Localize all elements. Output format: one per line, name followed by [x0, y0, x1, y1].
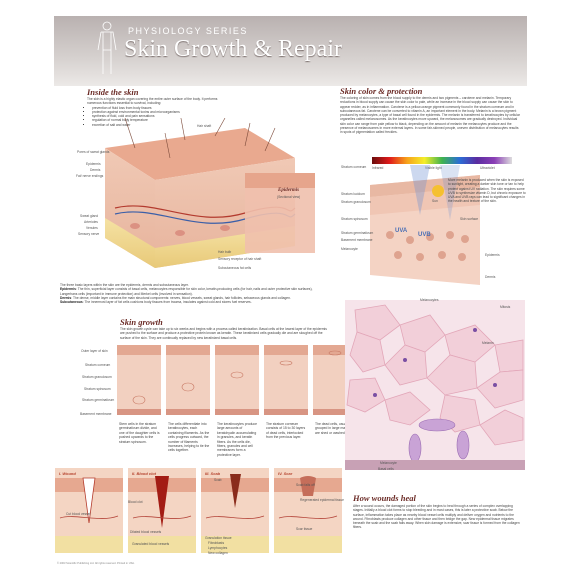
list-item: excretion of salt and water	[92, 123, 227, 127]
label-sensory-receptor: Sensory receptor of hair shaft	[218, 257, 262, 261]
series-label: PHYSIOLOGY SERIES	[128, 26, 248, 36]
growth-text: The skin growth cycle can take up to six…	[120, 327, 327, 340]
inside-intro-text: The skin is a highly elastic organ cover…	[87, 97, 218, 106]
wound-label-scar: Scar tissue	[296, 527, 313, 531]
growth-label-germinativum: Stratum germinativum	[82, 398, 115, 402]
label-melanocytes: Melanocytes	[420, 298, 439, 302]
inside-heading: Inside the skin	[87, 87, 139, 97]
layer-subcutaneous-desc: Subcutaneous: The innermost layer of fat…	[60, 300, 252, 305]
growth-step-1: Stem cells in the stratum germinativum d…	[119, 422, 160, 444]
label-stratum-granulosum: Stratum granulosum	[341, 200, 371, 204]
list-item: prevention of fluid loss from body tissu…	[92, 106, 227, 110]
label-venules: Venules	[86, 226, 98, 230]
label-dermis: Dermis	[90, 168, 101, 172]
light-spectrum-bar	[372, 157, 512, 164]
growth-label-granulosum: Stratum granulosum	[82, 375, 112, 379]
label-basement-membrane: Basement membrane	[341, 238, 373, 242]
label-skin-surface: Skin surface	[460, 217, 479, 221]
inside-bullet-list: prevention of fluid loss from body tissu…	[87, 106, 227, 127]
label-epidermis-big: Epidermis	[278, 188, 300, 193]
growth-step-2: The cells differentiate into keratinocyt…	[168, 422, 210, 453]
uv-layers-illustration	[370, 165, 480, 285]
list-item: regulation of normal body temperature	[92, 118, 227, 122]
list-item: protection against environmental toxins …	[92, 110, 227, 114]
wound-label-collagen: New collagen	[208, 551, 228, 555]
label-sensory-nerve: Sensory nerve	[78, 232, 100, 236]
label-cross-section: (Sectional view)	[277, 195, 301, 199]
skin-growth-steps-illustration	[117, 345, 357, 415]
wound-label-granulation: Granulation tissue	[205, 536, 232, 540]
list-item: synthesis of fluid, cold and pain sensat…	[92, 114, 227, 118]
label-epidermis: Epidermis	[86, 162, 101, 166]
growth-step-3: The keratinocytes produce large amounts …	[217, 422, 257, 457]
inside-intro: The skin is a highly elastic organ cover…	[87, 97, 227, 127]
label-pores: Pores of sweat glands	[77, 150, 110, 154]
layers-description: The three basic layers within the skin a…	[60, 283, 330, 304]
wound-panel-4-title: IV. Scar	[278, 471, 293, 476]
layer-dermis-desc: Dermis: The dense, middle layer contains…	[60, 295, 291, 300]
growth-label-corneum: Stratum corneum	[85, 363, 111, 367]
skin-cross-section-illustration	[105, 118, 315, 268]
heal-text: After a wound occurs, the damaged portio…	[353, 504, 520, 530]
wound-label-cut: Cut blood vessel	[66, 512, 91, 516]
growth-heading: Skin growth	[120, 317, 163, 327]
label-stratum-germinativum: Stratum germinativum	[341, 231, 374, 235]
human-figure-icon	[97, 21, 117, 74]
heal-heading: How wounds heal	[353, 493, 416, 503]
uv-text: More melanin is produced when the skin i…	[448, 178, 526, 204]
wound-label-lymphocytes: Lymphocytes	[208, 546, 228, 550]
label-visible: Visible light	[425, 166, 442, 170]
label-color-epidermis: Epidermis	[485, 253, 500, 257]
label-sweat-gland: Sweat gland	[80, 214, 99, 218]
label-hair-bulb: Hair bulb	[218, 250, 232, 254]
growth-step-4: The stratum corneum consists of 15 to 30…	[266, 422, 306, 440]
sun-icon	[432, 185, 444, 197]
label-sun: Sun	[432, 199, 438, 203]
label-melanocyte-cell: Melanocyte	[380, 461, 397, 465]
label-fat: Fat/ nerve endings	[76, 174, 104, 178]
label-stratum-lucidum: Stratum lucidum	[341, 192, 365, 196]
wound-label-granulated: Granulated blood vessels	[132, 542, 170, 546]
keratinocyte-cells-illustration	[345, 300, 525, 470]
label-uvb: UVB	[418, 232, 431, 238]
wound-panel-3-title: III. Scab	[205, 471, 221, 476]
growth-label-spinosum: Stratum spinosum	[84, 387, 111, 391]
wound-panel-1-title: I. Wound	[59, 471, 76, 476]
label-uva: UVA	[395, 228, 408, 234]
label-ultraviolet: Ultraviolet	[480, 166, 495, 170]
wound-panel-2-title: II. Blood clot	[132, 471, 156, 476]
label-basal-cells: Basal cells	[378, 467, 394, 471]
layers-intro: The three basic layers within the skin a…	[60, 283, 189, 287]
label-arterioles: Arterioles	[84, 220, 98, 224]
wound-label-dilated: Dilated blood vessels	[130, 530, 162, 534]
wound-label-regenerated: Regenerated epidermal tissue	[300, 498, 344, 502]
label-mitosis: Mitosis	[500, 305, 511, 309]
label-melanin: Melanin	[482, 341, 494, 345]
growth-step-5: The dead cells, usually grouped in large…	[315, 422, 355, 435]
wound-label-scab-falls: Scab falls off	[296, 483, 315, 487]
page-title: Skin Growth & Repair	[124, 36, 342, 62]
label-infrared: Infrared	[372, 166, 384, 170]
wound-label-fibroblasts: Fibroblasts	[208, 541, 225, 545]
label-color-dermis: Dermis	[485, 275, 496, 279]
label-melanocyte: Melanocyte	[341, 247, 358, 251]
header-banner	[54, 16, 527, 86]
label-hair-shaft: Hair shaft	[197, 124, 212, 128]
label-stratum-spinosum: Stratum spinosum	[341, 217, 368, 221]
growth-label-outer: Outer layer of skin	[81, 349, 108, 353]
label-subcutaneous: Subcutaneous fat cells	[218, 266, 252, 270]
label-stratum-corneum: Stratum corneum	[341, 165, 367, 169]
wound-label-clot: Blood clot	[128, 500, 143, 504]
layer-epidermis-desc: Epidermis: The thin, superficial layer c…	[60, 287, 313, 296]
growth-label-basement: Basement membrane	[80, 412, 112, 416]
copyright-footnote: © 2003 Scientific Publishing Ltd. All ri…	[57, 561, 135, 565]
wound-label-scab: Scab	[214, 478, 222, 482]
color-heading: Skin color & protection	[340, 86, 423, 96]
wound-healing-panels	[55, 468, 342, 553]
color-text: The coloring of skin comes from the bloo…	[340, 96, 520, 135]
